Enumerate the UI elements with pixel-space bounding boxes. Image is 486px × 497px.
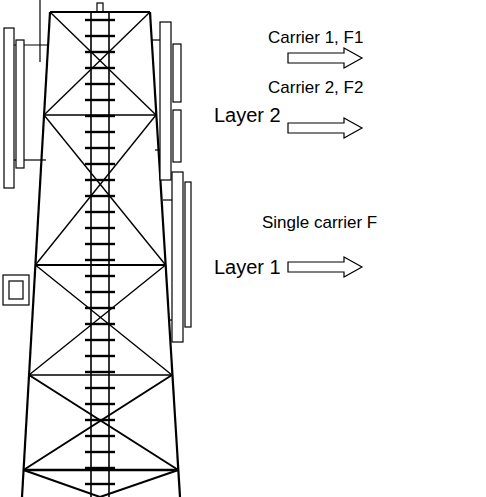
tower-brace xyxy=(29,265,166,375)
layer-label: Layer 2 xyxy=(214,104,281,127)
antenna-panel xyxy=(185,182,191,327)
ladder-rung xyxy=(85,195,115,197)
ladder-rung xyxy=(85,67,115,69)
antenna-mount xyxy=(163,199,172,200)
antenna-panel xyxy=(172,172,183,342)
antenna-panel xyxy=(173,110,181,162)
ladder-rung xyxy=(85,355,115,357)
tower-brace xyxy=(29,375,178,470)
ladder-rung xyxy=(85,275,115,277)
ladder-rung xyxy=(85,99,115,101)
tower-member xyxy=(44,114,156,115)
tower-brace xyxy=(35,115,156,265)
tower-member xyxy=(29,374,172,375)
ladder-rung xyxy=(85,243,115,245)
ladder-rung xyxy=(85,51,115,53)
hollow-arrow xyxy=(288,257,362,277)
carrier-label: Single carrier F xyxy=(262,213,377,233)
tower-leg xyxy=(22,12,50,497)
ladder-rung xyxy=(85,451,115,453)
antenna-mount xyxy=(151,39,160,40)
tower-brace xyxy=(24,375,173,470)
lightning-rod xyxy=(39,0,40,62)
tower-brace xyxy=(44,115,166,265)
antenna-mount xyxy=(168,319,172,320)
ladder-rung xyxy=(85,115,115,117)
ladder-rung xyxy=(85,179,115,181)
ladder-rung xyxy=(85,19,115,21)
ladder-rung xyxy=(85,483,115,485)
ladder-rung xyxy=(85,467,115,469)
tower-brace xyxy=(50,12,156,115)
antenna-panel xyxy=(4,28,14,188)
antenna-mount xyxy=(155,149,160,150)
hollow-arrow xyxy=(288,118,362,138)
ladder-rung xyxy=(85,419,115,421)
antenna-panel xyxy=(160,22,171,180)
ladder-rung xyxy=(85,83,115,85)
ladder-rung xyxy=(85,147,115,149)
ladder-rung xyxy=(85,227,115,229)
beacon xyxy=(97,3,103,12)
equipment-box xyxy=(3,275,29,305)
tower-brace xyxy=(35,265,172,375)
hollow-arrow xyxy=(288,48,362,68)
layer-label: Layer 1 xyxy=(214,256,281,279)
antenna-panel xyxy=(173,44,181,102)
ladder-rung xyxy=(85,403,115,405)
ladder-rung xyxy=(85,35,115,37)
carrier-label: Carrier 1, F1 xyxy=(268,28,363,48)
ladder-rung xyxy=(85,291,115,293)
ladder-rung xyxy=(85,435,115,437)
ladder-rung xyxy=(85,259,115,261)
equipment-box xyxy=(9,281,23,299)
ladder-rung xyxy=(85,387,115,389)
ladder-rung xyxy=(85,131,115,133)
antenna-panel xyxy=(16,40,24,168)
tower-brace xyxy=(44,12,150,115)
ladder-rung xyxy=(85,371,115,373)
tower-member xyxy=(24,469,179,472)
tower-member xyxy=(35,264,165,266)
carrier-label: Carrier 2, F2 xyxy=(268,78,363,98)
ladder-rung xyxy=(85,339,115,341)
tower-member xyxy=(50,11,150,13)
ladder-rung xyxy=(85,163,115,165)
tower-frame xyxy=(22,0,180,497)
ladder-rung xyxy=(85,307,115,309)
antennas xyxy=(3,22,191,342)
ladder-rung xyxy=(85,211,115,213)
ladder-rung xyxy=(85,323,115,325)
tower-ladder xyxy=(85,12,115,497)
